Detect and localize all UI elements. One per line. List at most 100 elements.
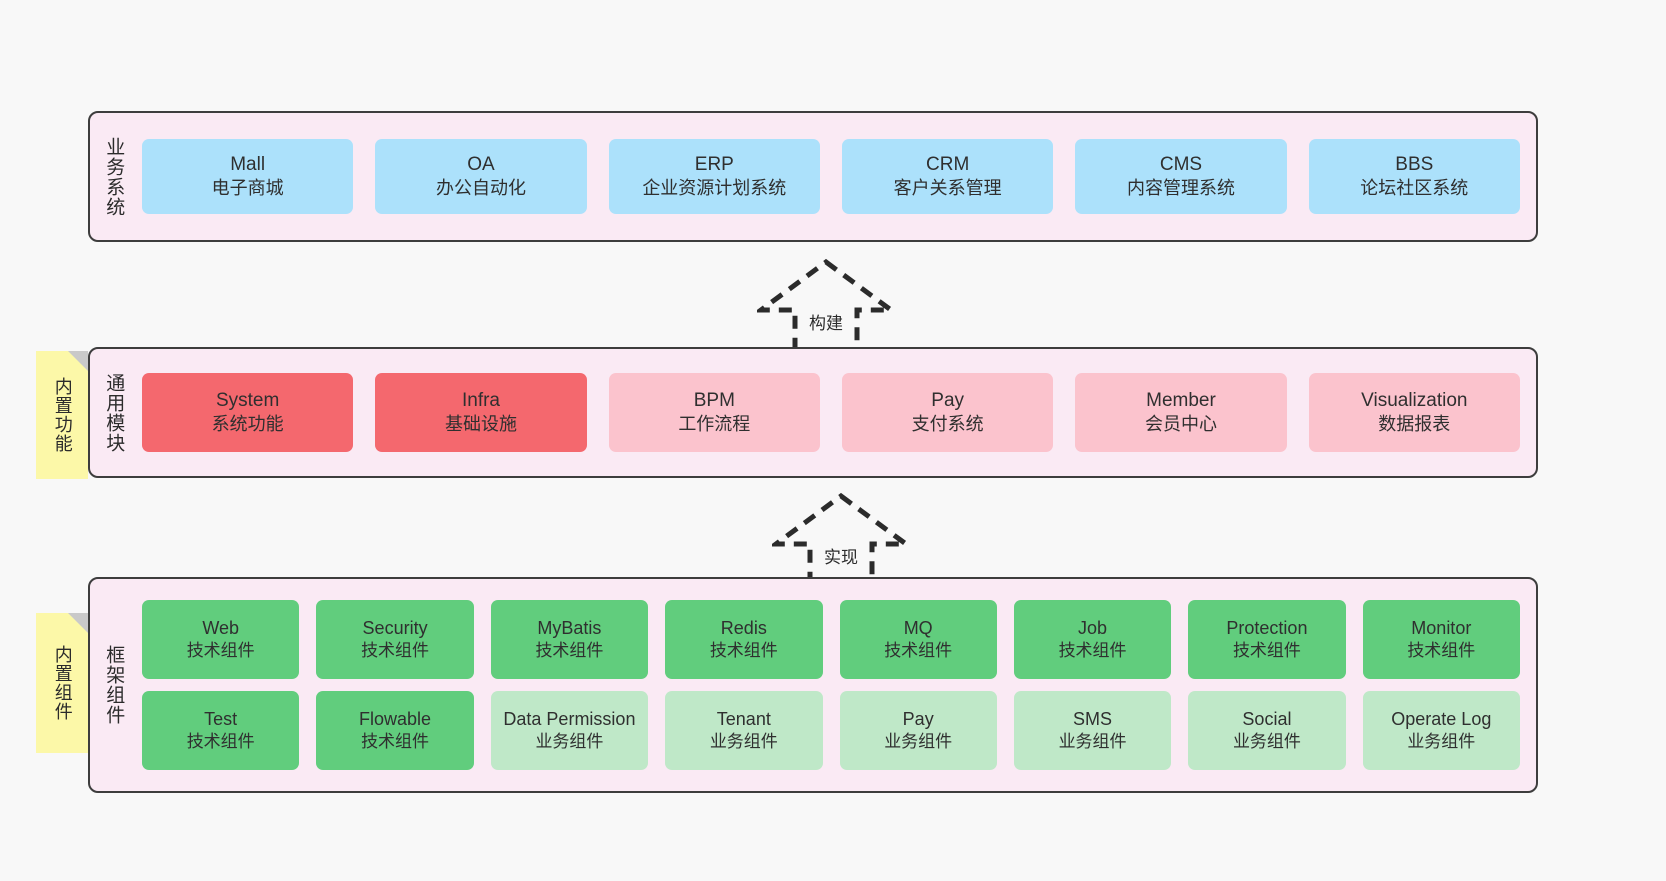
card-bpm-en: BPM bbox=[693, 389, 735, 411]
business-row: Mall 电子商城 OA 办公自动化 ERP 企业资源计划系统 CRM 客户关系… bbox=[142, 139, 1520, 214]
card-sms-cn: 业务组件 bbox=[1058, 732, 1127, 752]
card-social-en: Social bbox=[1242, 709, 1292, 730]
sticky-note-builtin-features-label: 内置功能 bbox=[52, 377, 73, 453]
card-member[interactable]: Member 会员中心 bbox=[1075, 373, 1287, 452]
sticky-note-builtin-features: 内置功能 bbox=[36, 351, 88, 479]
common-row: System 系统功能 Infra 基础设施 BPM 工作流程 Pay 支付系统… bbox=[142, 373, 1520, 452]
card-mall-cn: 电子商城 bbox=[211, 178, 284, 199]
card-mybatis-en: MyBatis bbox=[537, 618, 602, 639]
connector-realize-label: 实现 bbox=[824, 548, 858, 567]
card-redis-cn: 技术组件 bbox=[709, 641, 778, 661]
card-oa-en: OA bbox=[467, 153, 495, 175]
card-pay-component[interactable]: Pay 业务组件 bbox=[839, 691, 997, 770]
framework-row-business: Test 技术组件 Flowable 技术组件 Data Permission … bbox=[142, 691, 1520, 770]
card-mybatis[interactable]: MyBatis 技术组件 bbox=[490, 600, 649, 679]
card-member-en: Member bbox=[1146, 389, 1216, 411]
layer-business-label: 业务系统 bbox=[103, 136, 125, 217]
card-bbs-en: BBS bbox=[1395, 153, 1434, 175]
card-test-cn: 技术组件 bbox=[186, 732, 255, 752]
layer-common-label: 通用模块 bbox=[103, 372, 125, 453]
card-sms[interactable]: SMS 业务组件 bbox=[1013, 691, 1172, 770]
card-protection-en: Protection bbox=[1226, 618, 1308, 639]
layer-framework-label: 框架组件 bbox=[103, 645, 125, 725]
card-visualization-cn: 数据报表 bbox=[1378, 414, 1451, 435]
card-crm-cn: 客户关系管理 bbox=[893, 178, 1002, 199]
card-tenant-en: Tenant bbox=[716, 709, 771, 730]
layer-common-module: 通用模块 System 系统功能 Infra 基础设施 BPM 工作流程 Pay… bbox=[88, 347, 1538, 478]
layer-framework-cards: Web 技术组件 Security 技术组件 MyBatis 技术组件 Redi… bbox=[136, 579, 1536, 791]
card-pay-module-en: Pay bbox=[931, 389, 965, 411]
card-flowable-en: Flowable bbox=[359, 709, 432, 730]
card-web[interactable]: Web 技术组件 bbox=[142, 600, 300, 679]
layer-business-cards: Mall 电子商城 OA 办公自动化 ERP 企业资源计划系统 CRM 客户关系… bbox=[136, 113, 1536, 240]
layer-framework-component: 框架组件 Web 技术组件 Security 技术组件 MyBatis 技术组件… bbox=[88, 577, 1538, 793]
card-mq[interactable]: MQ 技术组件 bbox=[839, 600, 997, 679]
card-flowable[interactable]: Flowable 技术组件 bbox=[316, 691, 474, 770]
card-social[interactable]: Social 业务组件 bbox=[1188, 691, 1346, 770]
card-system-en: System bbox=[215, 389, 280, 411]
card-erp-en: ERP bbox=[694, 153, 734, 175]
card-mq-en: MQ bbox=[903, 618, 933, 639]
card-protection[interactable]: Protection 技术组件 bbox=[1188, 600, 1346, 679]
card-job-cn: 技术组件 bbox=[1058, 641, 1127, 661]
card-cms-cn: 内容管理系统 bbox=[1126, 178, 1235, 199]
card-data-permission-cn: 业务组件 bbox=[535, 732, 604, 752]
card-system[interactable]: System 系统功能 bbox=[142, 373, 354, 452]
card-erp-cn: 企业资源计划系统 bbox=[642, 178, 787, 199]
card-bbs[interactable]: BBS 论坛社区系统 bbox=[1308, 139, 1520, 214]
card-oa[interactable]: OA 办公自动化 bbox=[375, 139, 587, 214]
card-system-cn: 系统功能 bbox=[211, 414, 284, 435]
framework-row-tech: Web 技术组件 Security 技术组件 MyBatis 技术组件 Redi… bbox=[142, 600, 1520, 679]
card-job-en: Job bbox=[1078, 618, 1108, 639]
card-security-cn: 技术组件 bbox=[361, 641, 430, 661]
card-monitor[interactable]: Monitor 技术组件 bbox=[1362, 600, 1520, 679]
card-mall[interactable]: Mall 电子商城 bbox=[142, 139, 354, 214]
layer-common-cards: System 系统功能 Infra 基础设施 BPM 工作流程 Pay 支付系统… bbox=[136, 349, 1536, 476]
card-tenant[interactable]: Tenant 业务组件 bbox=[665, 691, 823, 770]
card-cms[interactable]: CMS 内容管理系统 bbox=[1075, 139, 1287, 214]
card-job[interactable]: Job 技术组件 bbox=[1013, 600, 1172, 679]
card-tenant-cn: 业务组件 bbox=[709, 732, 778, 752]
connector-realize-arrow: 实现 bbox=[772, 492, 910, 590]
card-mall-en: Mall bbox=[230, 153, 266, 175]
card-pay-module-cn: 支付系统 bbox=[911, 414, 984, 435]
card-pay-module[interactable]: Pay 支付系统 bbox=[841, 373, 1054, 452]
sticky-fold-icon bbox=[68, 613, 88, 633]
card-monitor-cn: 技术组件 bbox=[1407, 641, 1476, 661]
card-bpm[interactable]: BPM 工作流程 bbox=[608, 373, 820, 452]
sticky-note-builtin-components-label: 内置组件 bbox=[52, 645, 73, 721]
sticky-note-builtin-components: 内置组件 bbox=[36, 613, 88, 753]
card-pay-component-en: Pay bbox=[902, 709, 934, 730]
card-security[interactable]: Security 技术组件 bbox=[316, 600, 474, 679]
card-visualization-en: Visualization bbox=[1361, 389, 1468, 411]
card-protection-cn: 技术组件 bbox=[1232, 641, 1301, 661]
card-pay-component-cn: 业务组件 bbox=[884, 732, 953, 752]
card-visualization[interactable]: Visualization 数据报表 bbox=[1308, 373, 1520, 452]
card-operate-log-en: Operate Log bbox=[1391, 709, 1492, 730]
card-crm[interactable]: CRM 客户关系管理 bbox=[841, 139, 1054, 214]
card-member-cn: 会员中心 bbox=[1144, 414, 1217, 435]
card-oa-cn: 办公自动化 bbox=[435, 178, 526, 199]
card-data-permission-en: Data Permission bbox=[503, 709, 636, 730]
layer-business-system: 业务系统 Mall 电子商城 OA 办公自动化 ERP 企业资源计划系统 CRM… bbox=[88, 111, 1538, 242]
card-infra[interactable]: Infra 基础设施 bbox=[375, 373, 587, 452]
card-web-en: Web bbox=[202, 618, 240, 639]
card-test-en: Test bbox=[204, 709, 238, 730]
card-redis-en: Redis bbox=[720, 618, 767, 639]
connector-build-label: 构建 bbox=[809, 314, 843, 333]
sticky-fold-icon bbox=[68, 351, 88, 371]
card-erp[interactable]: ERP 企业资源计划系统 bbox=[608, 139, 820, 214]
card-operate-log-cn: 业务组件 bbox=[1407, 732, 1476, 752]
card-crm-en: CRM bbox=[926, 153, 970, 175]
card-cms-en: CMS bbox=[1159, 153, 1203, 175]
card-sms-en: SMS bbox=[1073, 709, 1113, 730]
card-test[interactable]: Test 技术组件 bbox=[142, 691, 300, 770]
card-redis[interactable]: Redis 技术组件 bbox=[665, 600, 823, 679]
connector-build-arrow: 构建 bbox=[757, 258, 895, 356]
card-operate-log[interactable]: Operate Log 业务组件 bbox=[1362, 691, 1520, 770]
card-data-permission[interactable]: Data Permission 业务组件 bbox=[490, 691, 649, 770]
card-security-en: Security bbox=[362, 618, 428, 639]
card-bpm-cn: 工作流程 bbox=[678, 414, 751, 435]
card-social-cn: 业务组件 bbox=[1232, 732, 1301, 752]
